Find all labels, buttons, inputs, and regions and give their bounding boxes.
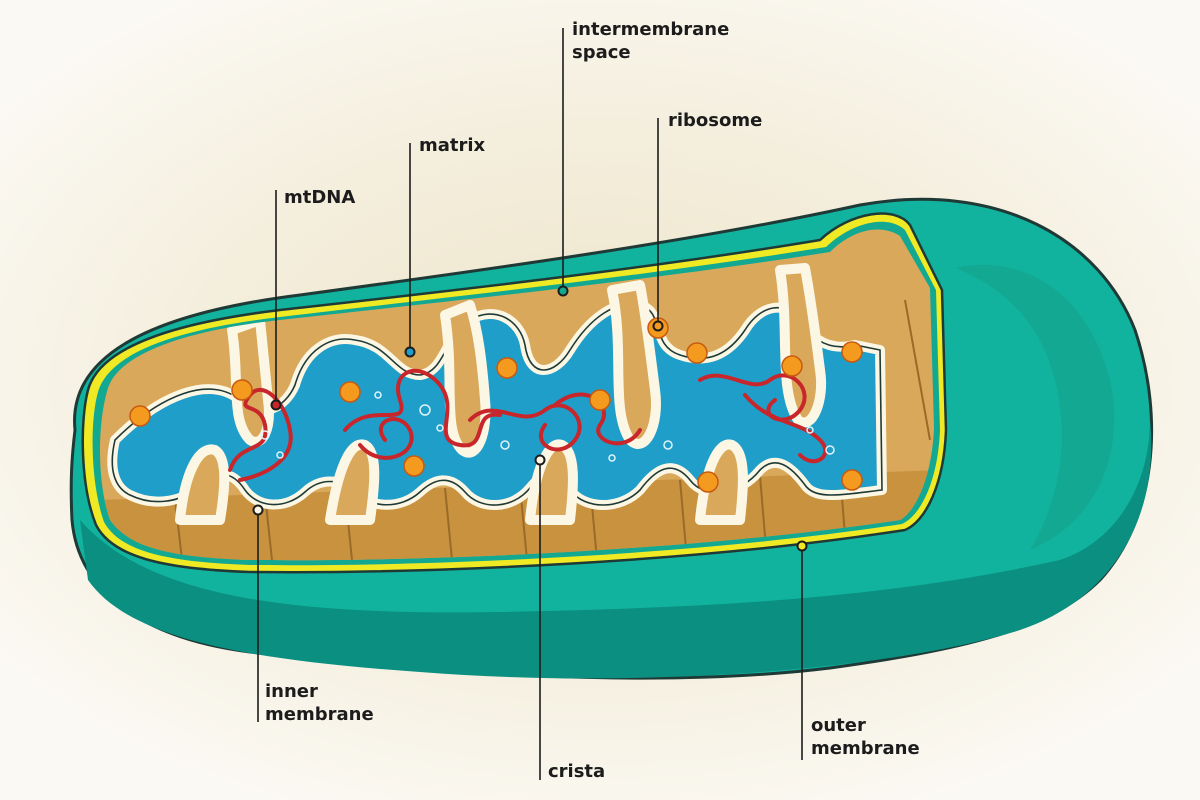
end-cap-highlight: [955, 264, 1115, 550]
label-intermembrane-space: intermembrane space: [572, 18, 729, 64]
label-mtdna: mtDNA: [284, 186, 355, 209]
label-inner-membrane-line-2: membrane: [265, 704, 374, 725]
label-ribosome: ribosome: [668, 109, 762, 132]
outer-shell-shadow: [80, 420, 1152, 679]
matrix-vesicles: [260, 391, 835, 462]
label-outer-membrane-line-2: membrane: [811, 738, 920, 759]
leader-markers: [252, 285, 808, 552]
leader-lines: [257, 28, 803, 780]
label-crista-text: crista: [548, 761, 606, 782]
label-outer-membrane: outer membrane: [811, 714, 920, 760]
label-matrix-text: matrix: [419, 135, 486, 156]
label-matrix: matrix: [419, 134, 485, 157]
cristae-lower: [175, 439, 748, 525]
label-intermembrane-space-line-2: space: [572, 42, 631, 63]
label-outer-membrane-line-1: outer: [811, 715, 866, 736]
ribosomes: [129, 317, 863, 493]
label-mtdna-text: mtDNA: [284, 187, 356, 208]
label-inner-membrane: inner membrane: [265, 680, 374, 726]
label-ribosome-text: ribosome: [668, 110, 763, 131]
label-crista: crista: [548, 760, 605, 783]
label-intermembrane-space-line-1: intermembrane: [572, 19, 730, 40]
label-inner-membrane-line-1: inner: [265, 681, 318, 702]
